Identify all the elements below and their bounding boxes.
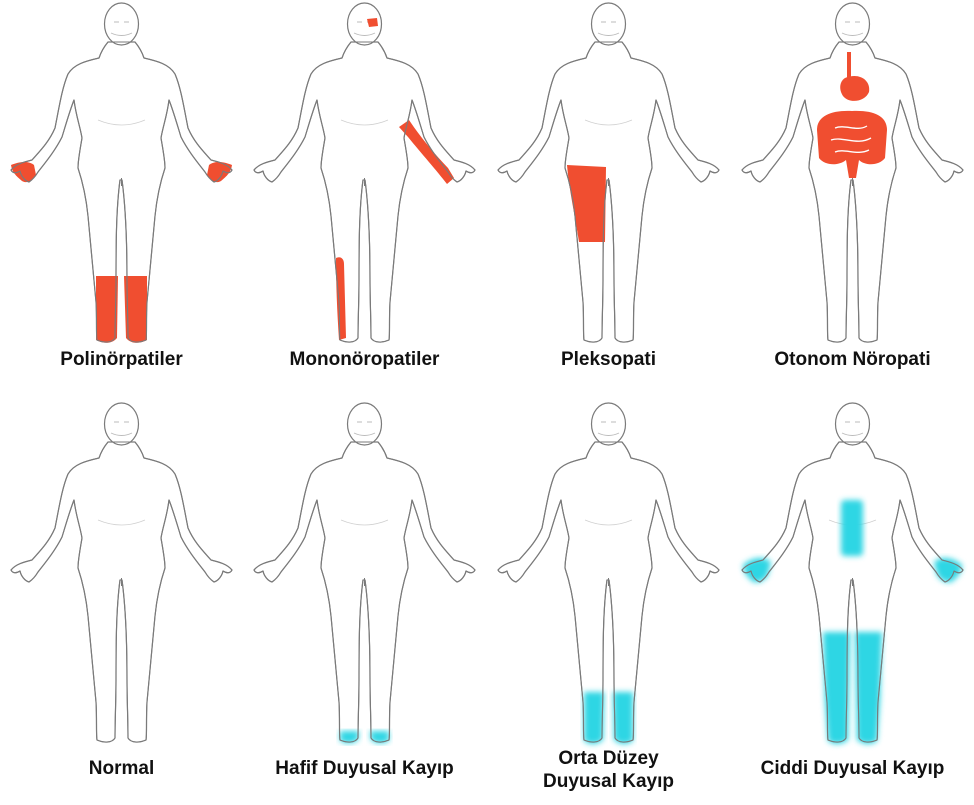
- caption-line: Orta Düzey: [487, 747, 730, 770]
- caption-line: Pleksopati: [487, 349, 730, 371]
- body-outline: [254, 403, 475, 742]
- panel-plexopathy: Pleksopati: [487, 0, 730, 402]
- torso-and-limbs-outline: [742, 442, 963, 742]
- body-figure: [487, 400, 730, 802]
- body-outline: [11, 3, 232, 342]
- caption-line: Normal: [0, 758, 243, 780]
- head-outline: [836, 3, 870, 45]
- affected-right-foot-ankle: [613, 692, 633, 744]
- panel-autonomic-neuropathy: Otonom Nöropati: [731, 0, 974, 402]
- caption-line: Mononöropatiler: [243, 349, 486, 371]
- affected-midtorso: [841, 500, 863, 556]
- panel-severe-sensory-loss: Ciddi Duyusal Kayıp: [731, 400, 974, 802]
- caption-moderate-sensory-loss: Orta Düzey Duyusal Kayıp: [487, 747, 730, 793]
- body-outline: [742, 403, 963, 742]
- body-figure: [0, 0, 243, 402]
- body-outline: [498, 403, 719, 742]
- body-figure: [243, 400, 486, 802]
- torso-and-limbs-outline: [254, 42, 475, 342]
- stomach: [840, 76, 869, 101]
- panel-moderate-sensory-loss: Orta Düzey Duyusal Kayıp: [487, 400, 730, 802]
- torso-and-limbs-outline: [498, 42, 719, 342]
- head-outline: [105, 403, 139, 445]
- panel-polyneuropathy: Polinörpatiler: [0, 0, 243, 402]
- body-figure: [731, 0, 974, 402]
- torso-and-limbs-outline: [11, 42, 232, 342]
- caption-line: Otonom Nöropati: [731, 349, 974, 371]
- caption-mild-sensory-loss: Hafif Duyusal Kayıp: [243, 758, 486, 780]
- caption-autonomic-neuropathy: Otonom Nöropati: [731, 349, 974, 371]
- panel-mild-sensory-loss: Hafif Duyusal Kayıp: [243, 400, 486, 802]
- caption-line: Duyusal Kayıp: [487, 770, 730, 793]
- caption-plexopathy: Pleksopati: [487, 349, 730, 371]
- body-outline: [498, 3, 719, 342]
- caption-line: Polinörpatiler: [0, 349, 243, 371]
- caption-polyneuropathy: Polinörpatiler: [0, 349, 243, 371]
- torso-and-limbs-outline: [498, 442, 719, 742]
- caption-severe-sensory-loss: Ciddi Duyusal Kayıp: [731, 758, 974, 780]
- affected-left-foot-ankle: [584, 692, 604, 744]
- panel-normal: Normal: [0, 400, 243, 802]
- head-outline: [105, 3, 139, 45]
- panel-mononeuropathy: Mononöropatiler: [243, 0, 486, 402]
- caption-line: Hafif Duyusal Kayıp: [243, 758, 486, 780]
- caption-normal: Normal: [0, 758, 243, 780]
- torso-and-limbs-outline: [11, 442, 232, 742]
- body-figure: [243, 0, 486, 402]
- affected-thigh: [567, 165, 606, 242]
- caption-mononeuropathy: Mononöropatiler: [243, 349, 486, 371]
- head-outline: [592, 403, 626, 445]
- body-figure: [731, 400, 974, 802]
- body-figure: [487, 0, 730, 402]
- torso-and-limbs-outline: [254, 442, 475, 742]
- body-figure: [0, 400, 243, 802]
- head-outline: [836, 403, 870, 445]
- head-outline: [348, 403, 382, 445]
- caption-line: Ciddi Duyusal Kayıp: [731, 758, 974, 780]
- body-outline: [11, 403, 232, 742]
- head-outline: [592, 3, 626, 45]
